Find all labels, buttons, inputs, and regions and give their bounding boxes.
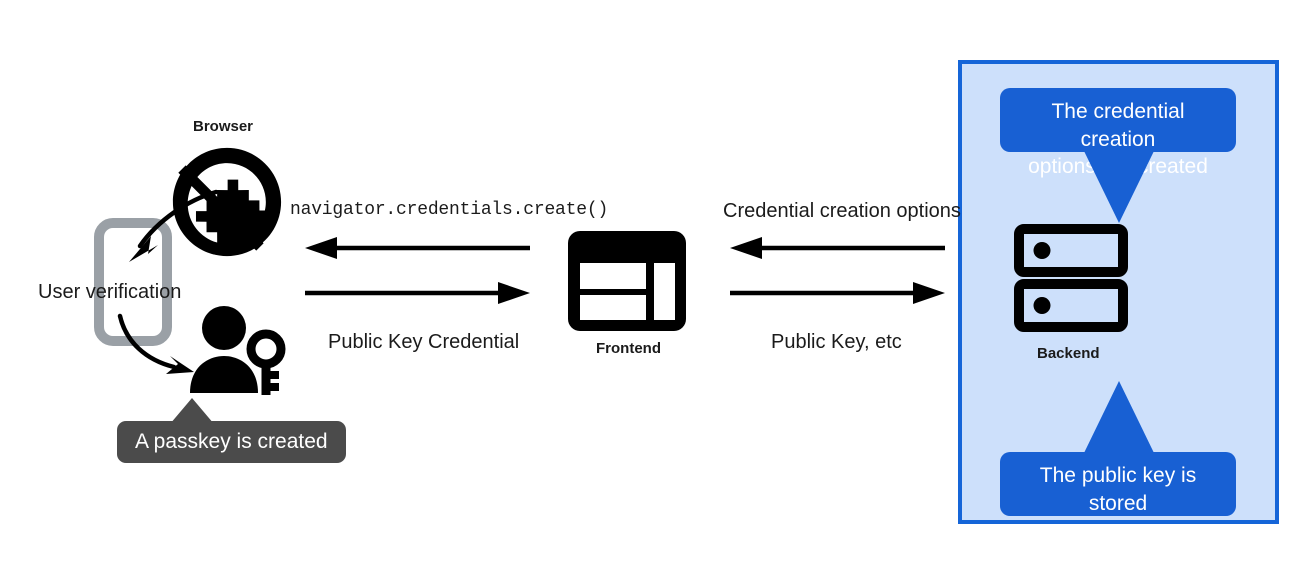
browser-label: Browser [193, 118, 254, 135]
backend-label: Backend [1037, 345, 1100, 362]
callout-credential-creation-options: The credential creation options are crea… [1000, 88, 1236, 178]
arrow-frontend-to-backend-icon [730, 282, 945, 304]
arrow-label-public-key-etc: Public Key, etc [771, 331, 902, 353]
frontend-label: Frontend [596, 340, 661, 357]
arrow-frontend-to-browser-icon [305, 237, 530, 259]
passkey-created-tooltip: A passkey is created [117, 421, 346, 463]
user-verification-label: User verification [38, 281, 182, 303]
callout-bottom-line1: The public key is [1039, 464, 1197, 487]
callout-bottom-tail-icon [1084, 381, 1154, 453]
callout-bottom-line2: stored [1088, 491, 1148, 515]
passkey-tooltip-tail-icon [170, 398, 214, 424]
arrow-browser-to-frontend-icon [305, 282, 530, 304]
callout-public-key-stored: The public key is stored [1000, 452, 1236, 516]
arrow-label-navigator-credentials-create: navigator.credentials.create() [290, 200, 609, 220]
arrow-label-credential-creation-options: Credential creation options [723, 200, 961, 222]
arrow-browser-to-phone-icon [96, 186, 226, 276]
person-with-key-icon [186, 305, 288, 397]
callout-top-tail-icon [1084, 151, 1154, 223]
arrow-backend-to-frontend-icon [730, 237, 945, 259]
callout-top-line1: The credential creation [1051, 100, 1185, 151]
arrow-label-public-key-credential: Public Key Credential [328, 331, 520, 353]
globe-icon [168, 143, 286, 261]
server-racks-icon [1014, 224, 1128, 332]
arrow-phone-to-user-icon [112, 312, 222, 384]
dashboard-layout-icon [568, 231, 686, 331]
